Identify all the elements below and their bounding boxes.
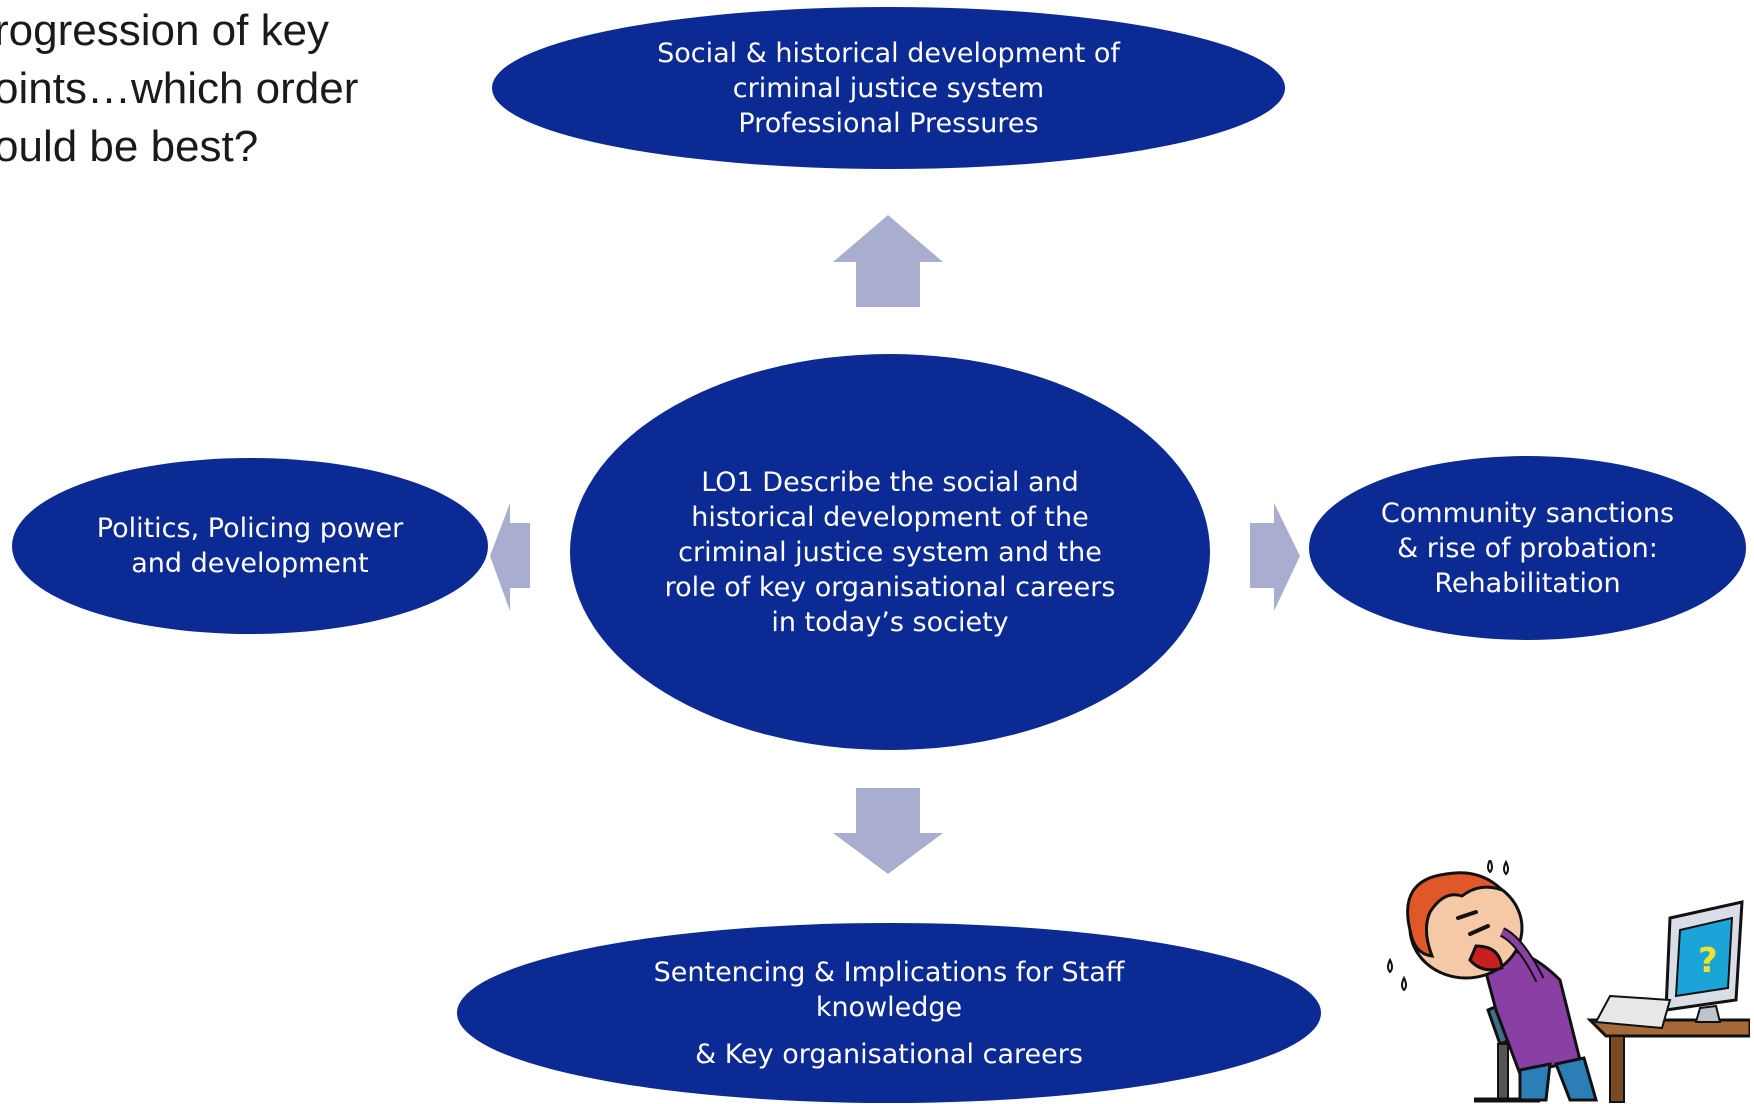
node-line: Rehabilitation bbox=[1434, 567, 1621, 599]
stressed-person-icon: ? bbox=[1387, 860, 1750, 1103]
node-line: Professional Pressures bbox=[738, 107, 1039, 139]
node-line: criminal justice system and the bbox=[678, 536, 1102, 568]
node-right: Community sanctions & rise of probation:… bbox=[1309, 456, 1746, 640]
arrow-down bbox=[833, 788, 943, 874]
node-left: Politics, Policing power and development bbox=[12, 458, 488, 634]
node-center: LO1 Describe the social and historical d… bbox=[570, 354, 1210, 750]
node-line: Community sanctions bbox=[1380, 497, 1675, 529]
question-line: ould be best? bbox=[0, 122, 259, 171]
node-line: knowledge bbox=[815, 991, 963, 1023]
node-line: historical development of the bbox=[691, 501, 1089, 533]
node-bottom: Sentencing & Implications for Staff know… bbox=[457, 923, 1321, 1103]
svg-text:?: ? bbox=[1698, 941, 1718, 981]
question-line: rogression of key bbox=[0, 6, 330, 55]
node-line: & rise of probation: bbox=[1397, 532, 1658, 564]
node-line: Sentencing & Implications for Staff bbox=[653, 956, 1125, 988]
node-line: Social & historical development of bbox=[657, 37, 1120, 69]
node-line: in today’s society bbox=[771, 606, 1009, 638]
arrow-left bbox=[490, 503, 530, 611]
node-line: Politics, Policing power bbox=[96, 513, 404, 544]
node-top: Social & historical development of crimi… bbox=[492, 7, 1285, 169]
question-text: rogression of key oints…which order ould… bbox=[0, 2, 414, 176]
node-line: and development bbox=[131, 548, 369, 579]
question-line: oints…which order bbox=[0, 64, 359, 113]
arrow-up bbox=[833, 215, 943, 307]
arrow-right bbox=[1250, 503, 1300, 611]
node-line: role of key organisational careers bbox=[664, 571, 1116, 603]
node-line: criminal justice system bbox=[732, 72, 1045, 104]
node-line: & Key organisational careers bbox=[695, 1038, 1083, 1070]
node-line: LO1 Describe the social and bbox=[701, 466, 1079, 498]
